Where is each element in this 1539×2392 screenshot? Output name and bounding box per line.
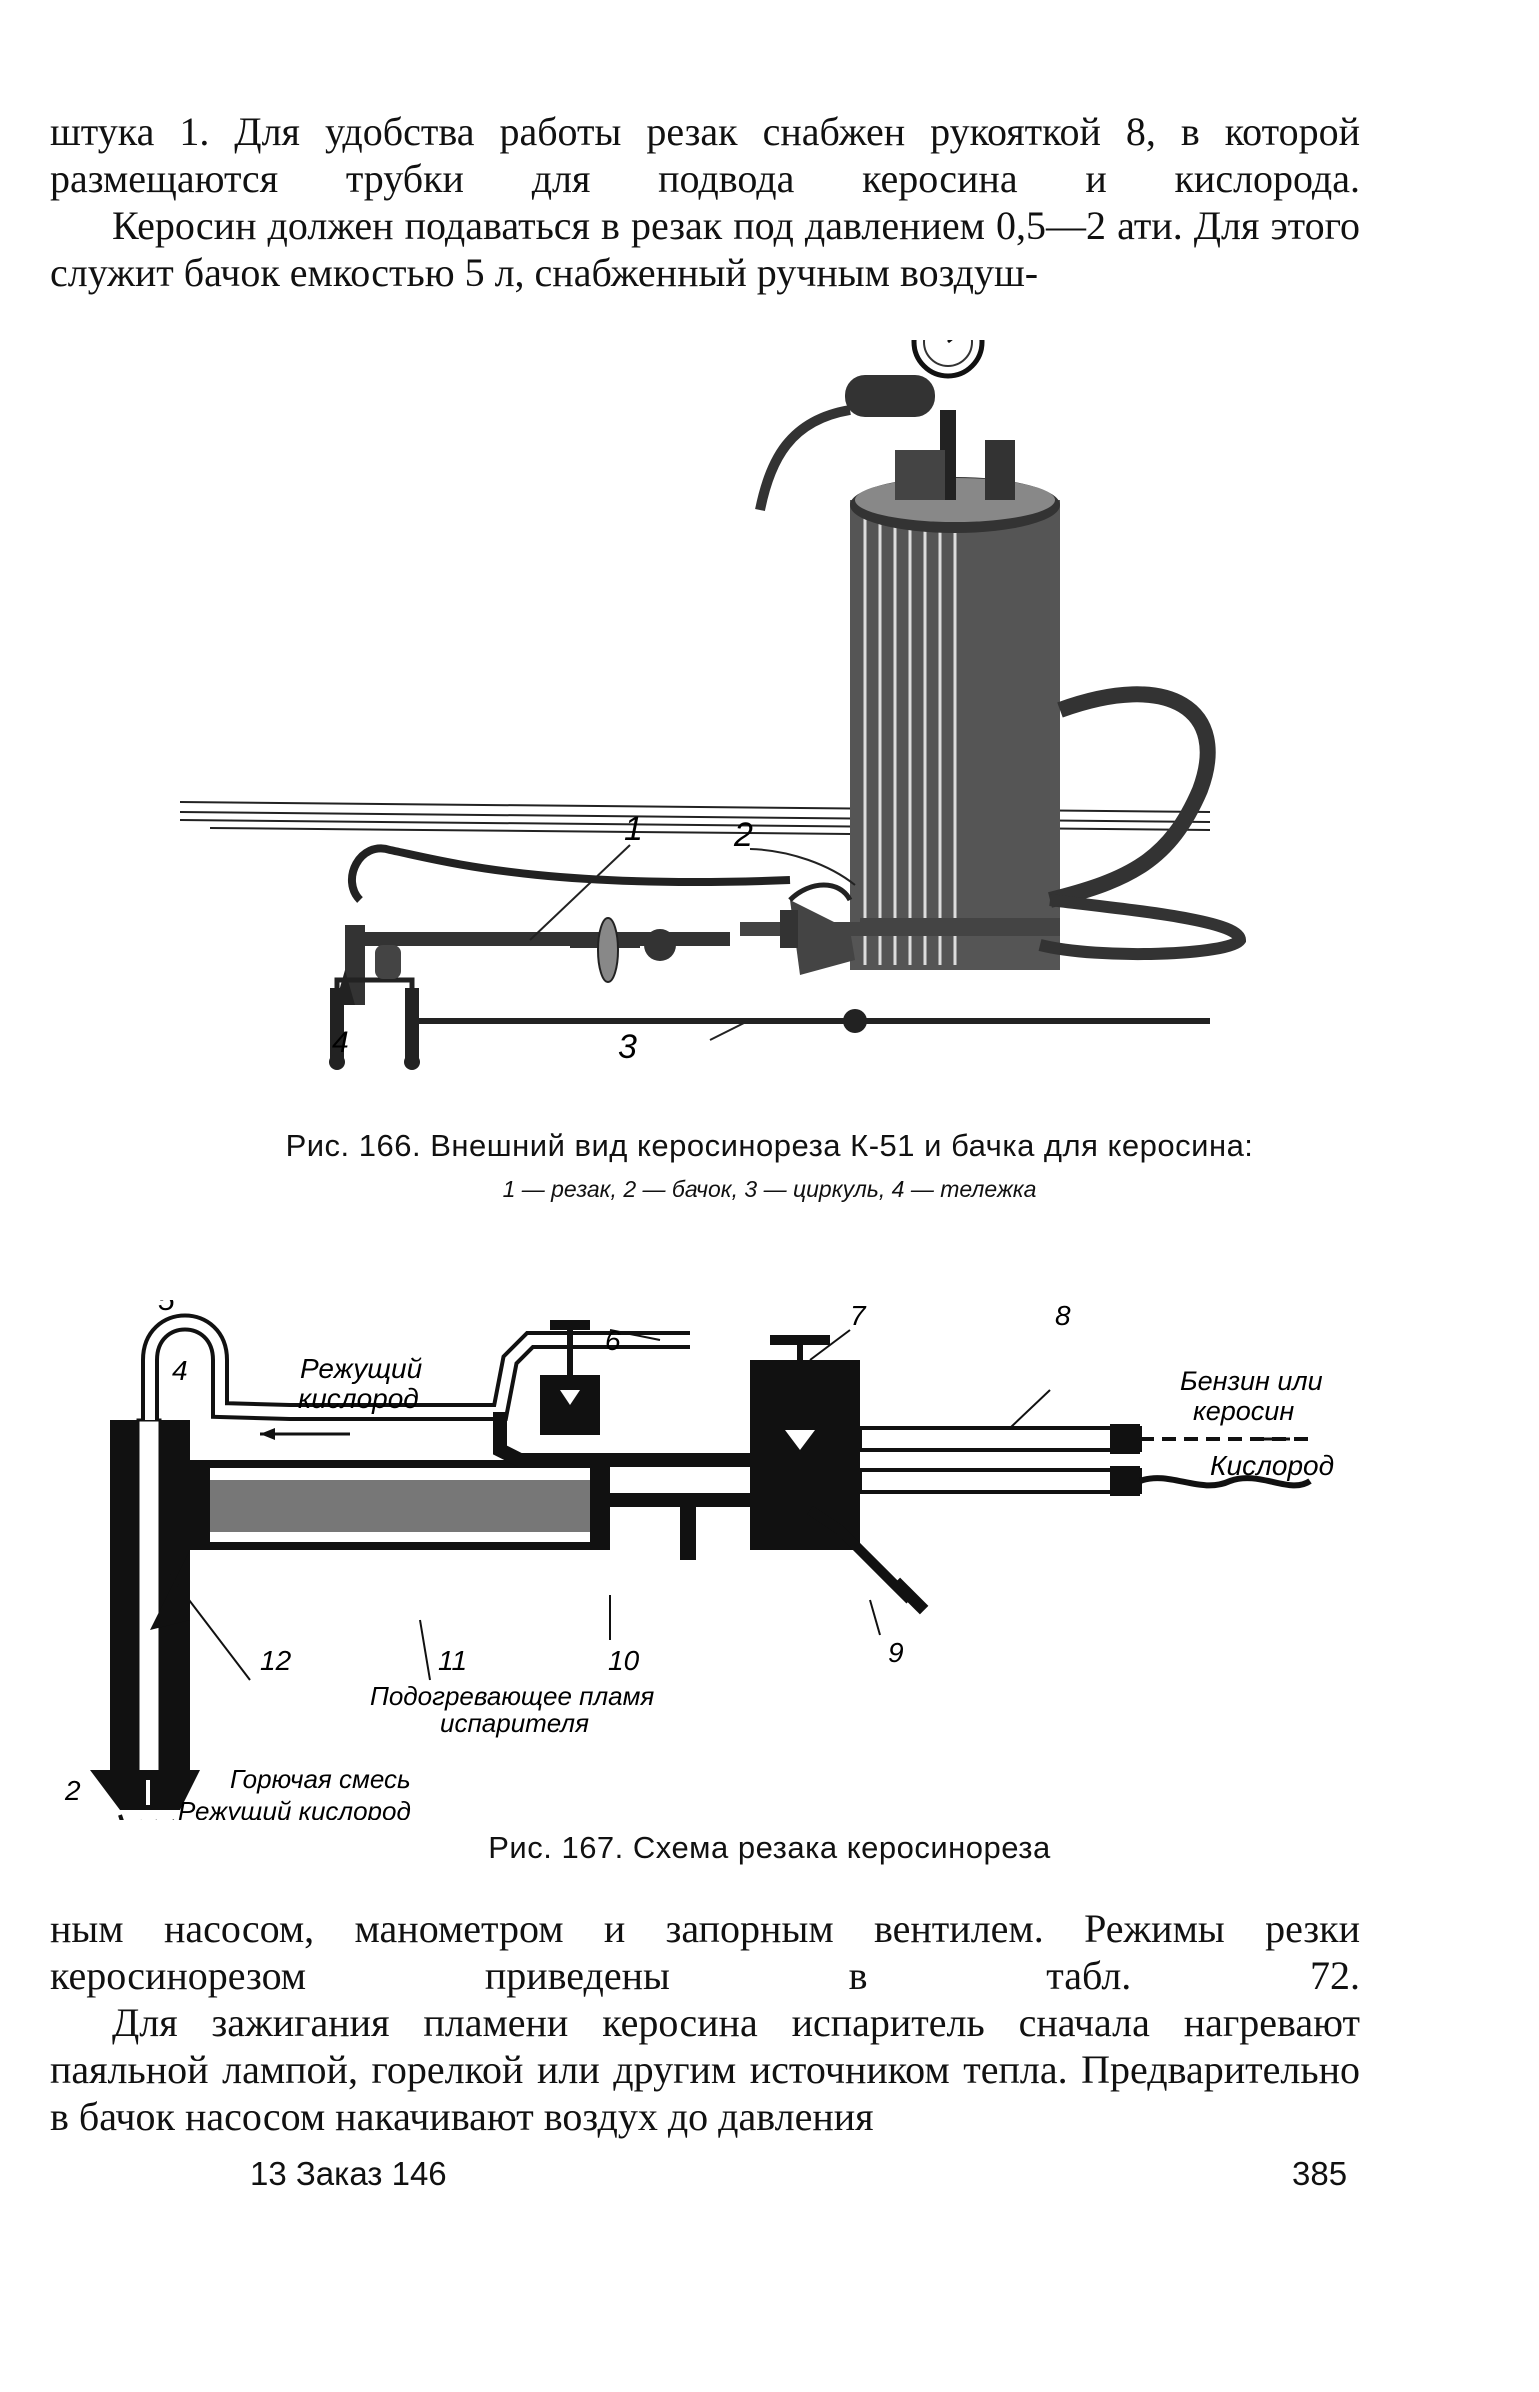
paragraph-top-2: Керосин должен подаваться в резак под да… bbox=[50, 203, 1360, 295]
fig167-cutting-oxygen-1: Режущий bbox=[300, 1353, 423, 1384]
top-text: штука 1. Для удобства работы резак снабж… bbox=[50, 108, 1360, 296]
fig167-heating-flame-2: испарителя bbox=[440, 1708, 589, 1738]
bottom-text: ным насосом, манометром и запорным венти… bbox=[50, 1905, 1360, 2140]
fig166-label-2: 2 bbox=[733, 816, 753, 854]
nozzle-body bbox=[90, 1313, 690, 1810]
footer-signature: 13 Заказ 146 bbox=[250, 2155, 447, 2192]
fig166-label-4: 4 bbox=[332, 1026, 349, 1059]
figure-166-legend: 1 — резак, 2 — бачок, 3 — циркуль, 4 — т… bbox=[502, 1176, 1037, 1202]
fig167-label-10: 10 bbox=[608, 1645, 640, 1676]
fig167-label-4: 4 bbox=[172, 1355, 188, 1386]
cutter-illustration bbox=[335, 844, 1060, 1005]
fig166-label-1: 1 bbox=[624, 810, 643, 848]
paragraph-top-1: штука 1. Для удобства работы резак снабж… bbox=[50, 109, 1360, 201]
paragraph-bottom-2: Для зажигания пламени керосина испарител… bbox=[50, 2000, 1360, 2139]
fig167-label-6: 6 bbox=[605, 1325, 621, 1356]
flame-arrows bbox=[118, 1814, 175, 1820]
fig166-label-3: 3 bbox=[618, 1028, 637, 1066]
fig167-label-8: 8 bbox=[1055, 1300, 1071, 1331]
valve-6 bbox=[540, 1320, 600, 1435]
fig167-oxygen: Кислород bbox=[1210, 1450, 1334, 1481]
fig167-cutting-oxygen-2: кислород bbox=[298, 1383, 419, 1414]
figure-166-caption: Рис. 166. Внешний вид керосинореза К-51 … bbox=[285, 1128, 1254, 1163]
valve-block-7 bbox=[680, 1335, 929, 1615]
figure-166-illustration: 1 2 3 4 bbox=[179, 340, 1247, 1070]
kerosene-hose bbox=[1048, 686, 1216, 908]
fig167-label-5: 5 bbox=[158, 1300, 175, 1317]
page-number: 385 bbox=[1292, 2155, 1348, 2192]
paragraph-bottom-1: ным насосом, манометром и запорным венти… bbox=[50, 1906, 1360, 1998]
fig167-label-11: 11 bbox=[438, 1645, 467, 1676]
fig167-combustible-mix: Горючая смесь bbox=[230, 1764, 411, 1794]
figure-167-caption: Рис. 167. Схема резака керосинореза bbox=[488, 1830, 1051, 1865]
figure-167-schematic: 5 4 6 7 8 9 10 11 12 2 1 Режущий кислоро… bbox=[64, 1300, 1334, 1820]
fig167-cutting-oxygen-bottom: Режущий кислород bbox=[178, 1796, 411, 1820]
compass-and-trolley bbox=[329, 945, 1210, 1070]
fig167-label-9: 9 bbox=[888, 1637, 904, 1668]
fig167-label-7: 7 bbox=[850, 1300, 867, 1331]
fig167-fuel-1: Бензин или bbox=[1180, 1366, 1323, 1396]
supply-tubes bbox=[493, 1412, 1312, 1507]
tank-icon bbox=[755, 340, 1060, 975]
fig167-label-2: 2 bbox=[64, 1775, 81, 1806]
fig167-label-12: 12 bbox=[260, 1645, 292, 1676]
fig167-heating-flame-1: Подогревающее пламя bbox=[370, 1681, 654, 1711]
fig167-fuel-2: керосин bbox=[1193, 1396, 1294, 1426]
